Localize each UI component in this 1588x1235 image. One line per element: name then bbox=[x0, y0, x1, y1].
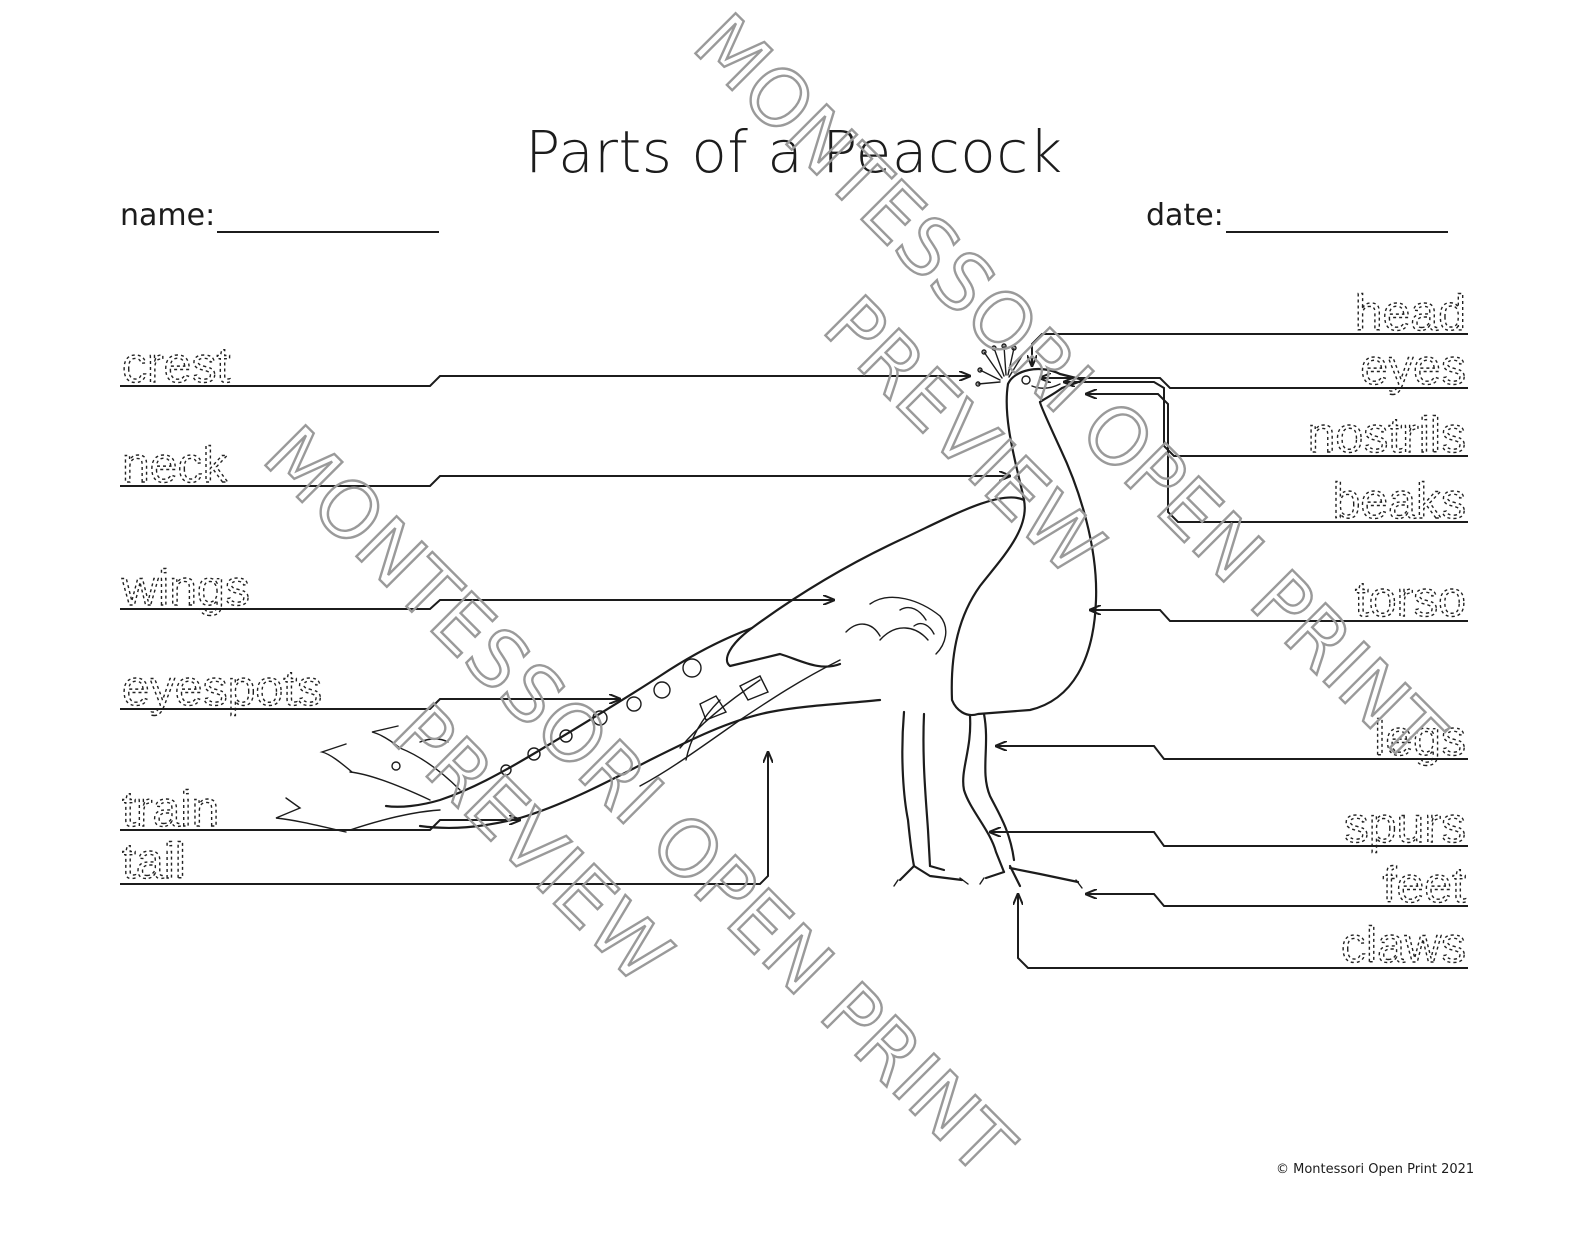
peacock-legs bbox=[893, 710, 1083, 889]
peacock-illustration bbox=[275, 343, 1098, 889]
leader-beaks bbox=[1086, 394, 1468, 523]
label-eyespots: eyespots bbox=[122, 660, 322, 716]
leader-spurs bbox=[990, 832, 1468, 847]
watermark-text-3: MONTESSORI OPEN PRINT bbox=[247, 410, 1030, 1193]
watermark-text-1: MONTESSORI OPEN PRINT bbox=[677, 0, 1460, 781]
label-neck: neck bbox=[122, 437, 229, 493]
label-tail: tail bbox=[122, 833, 186, 889]
label-spurs: spurs bbox=[1344, 797, 1466, 853]
label-head: head bbox=[1355, 285, 1466, 341]
label-wings: wings bbox=[121, 560, 250, 616]
peacock-train bbox=[275, 626, 882, 833]
label-feet: feet bbox=[1383, 857, 1467, 913]
leader-crest bbox=[120, 376, 970, 387]
label-nostrils: nostrils bbox=[1308, 407, 1466, 463]
name-blank-line[interactable] bbox=[217, 203, 440, 233]
leader-nostrils bbox=[1064, 382, 1468, 457]
date-label: date: bbox=[1146, 198, 1224, 233]
leader-head bbox=[1032, 333, 1468, 366]
leader-train bbox=[120, 820, 520, 831]
copyright-footer: © Montessori Open Print 2021 bbox=[1276, 1162, 1475, 1177]
label-legs: legs bbox=[1374, 710, 1466, 766]
name-label: name: bbox=[120, 198, 216, 233]
date-blank-line[interactable] bbox=[1225, 203, 1448, 233]
label-train: train bbox=[122, 781, 219, 837]
name-field[interactable]: name: bbox=[120, 198, 440, 233]
left-labels: crest neck wings eyespots train tail bbox=[120, 336, 1010, 890]
date-field[interactable]: date: bbox=[1146, 198, 1448, 233]
leader-claws bbox=[1018, 894, 1468, 969]
peacock-wing bbox=[725, 496, 1026, 668]
label-torso: torso bbox=[1355, 571, 1466, 627]
leader-eyespots bbox=[120, 699, 620, 710]
peacock-eye bbox=[1021, 375, 1031, 385]
leader-legs bbox=[996, 746, 1468, 760]
page-title: Parts of a Peacock bbox=[525, 118, 1063, 186]
leader-wings bbox=[120, 600, 834, 610]
label-beaks: beaks bbox=[1333, 473, 1466, 529]
watermark: MONTESSORI OPEN PRINT PREVIEW MONTESSORI… bbox=[245, 0, 1461, 1194]
label-claws: claws bbox=[1341, 917, 1466, 973]
peacock-body bbox=[950, 382, 1098, 717]
label-eyes: eyes bbox=[1360, 339, 1466, 395]
leader-torso bbox=[1090, 610, 1468, 622]
leader-tail bbox=[120, 752, 768, 885]
leader-neck bbox=[120, 476, 1010, 487]
leader-eyes bbox=[1040, 378, 1468, 389]
right-labels: head eyes nostrils beaks torso legs spur… bbox=[990, 284, 1468, 974]
label-crest: crest bbox=[122, 337, 230, 393]
crest-feathers bbox=[975, 343, 1023, 387]
leader-feet bbox=[1086, 894, 1468, 907]
